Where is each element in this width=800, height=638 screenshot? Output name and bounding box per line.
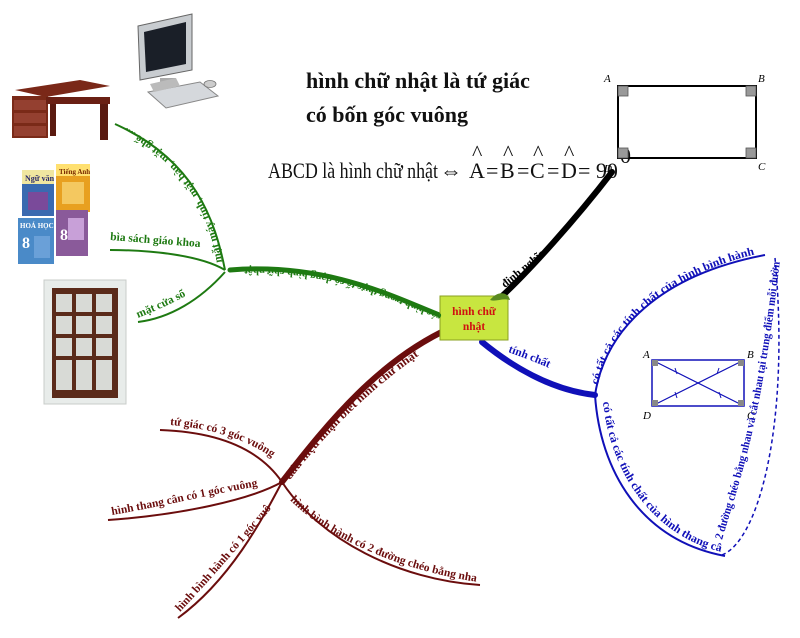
svg-text:8: 8 [22, 235, 30, 252]
branch-dinh-nghia [497, 169, 615, 301]
desk-picture [12, 80, 110, 140]
diagonal-rectangle-figure: A B C D [642, 349, 755, 422]
branch-cua-so [137, 271, 226, 323]
angle-a: A [469, 158, 485, 183]
branch-sign-3 [177, 481, 283, 619]
formula-eq-2: = [517, 158, 529, 183]
branch-sign-2 [107, 481, 283, 521]
definition-line-2: có bốn góc vuông [306, 102, 468, 127]
center-node[interactable]: hình chữ nhật [439, 293, 510, 341]
center-label-line-2: nhật [463, 321, 486, 333]
equivalence-icon: ⇔ [440, 158, 462, 183]
branch-prop-2 [594, 394, 726, 557]
label-real-world: các hình trong thực tế có dạng hình chữ … [244, 264, 443, 322]
branch-may-tinh [114, 123, 226, 271]
small-vertex-c-label: C [747, 410, 755, 422]
branch-prop-1 [594, 254, 766, 396]
branch-sign-1 [159, 429, 283, 483]
angle-c: C [530, 158, 545, 183]
angle-hat-icon: ^ [564, 140, 575, 165]
label-sach: bìa sách giáo khoa [110, 231, 201, 250]
textbook-picture: Ngữ văn Tiếng Anh HOÁ HỌC 8 8 [18, 164, 90, 264]
label-dau-hieu: dấu hiệu nhận biết hình chữ nhật [283, 348, 421, 482]
branch-real-world [227, 266, 445, 319]
formula-eq-1: = [486, 158, 498, 183]
svg-text:8: 8 [60, 227, 68, 244]
computer-picture [137, 13, 220, 109]
center-label-line-1: hình chữ [452, 306, 497, 318]
angle-hat-icon: ^ [503, 140, 514, 165]
svg-text:HOÁ HỌC: HOÁ HỌC [20, 222, 54, 230]
angle-d: D [561, 158, 577, 183]
definition-line-1: hình chữ nhật là tứ giác [306, 68, 530, 93]
label-sign-1: tứ giác có 3 góc vuông [170, 416, 278, 460]
small-vertex-a-label: A [642, 349, 650, 361]
label-prop-1: có tất cả các tính chất của hình bình hà… [589, 246, 756, 386]
vertex-d-label: D [603, 163, 612, 175]
rectangle-figure: A B C D [603, 73, 766, 175]
svg-text:Ngữ văn: Ngữ văn [25, 174, 55, 183]
angle-hat-icon: ^ [533, 140, 544, 165]
vertex-b-label: B [758, 73, 765, 85]
branch-dau-hieu [279, 325, 453, 485]
vertex-a-label: A [603, 73, 611, 85]
angle-hat-icon: ^ [472, 140, 483, 165]
branch-prop-3-dashed [721, 257, 780, 556]
branch-sach [109, 249, 226, 271]
angle-b: B [500, 158, 515, 183]
definition-formula: ABCD là hình chữ nhật ⇔ A ^ = B ^ = C ^ … [268, 140, 631, 183]
formula-eq-3: = [547, 158, 559, 183]
small-vertex-d-label: D [642, 410, 651, 422]
branch-sign-4 [281, 481, 481, 586]
branch-tinh-chat [479, 339, 598, 398]
vertex-c-label: C [758, 161, 766, 173]
small-vertex-b-label: B [747, 349, 754, 361]
window-picture [43, 279, 127, 405]
label-dinh-nghia: định nghĩa [499, 247, 548, 290]
svg-text:Tiếng Anh: Tiếng Anh [59, 168, 90, 176]
formula-left: ABCD là hình chữ nhật [268, 158, 438, 183]
